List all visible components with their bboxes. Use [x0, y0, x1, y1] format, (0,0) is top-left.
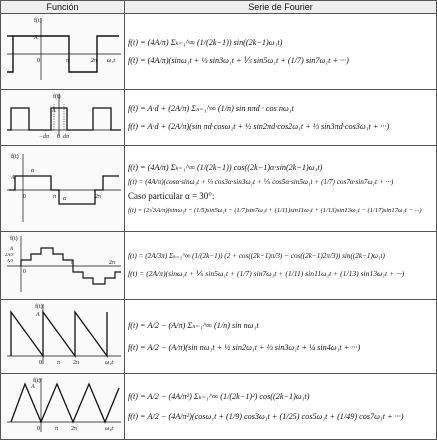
- equation: f(t) = A/2 − (A/π)(sin nω₁t + ½ sin2ω₁t …: [128, 342, 361, 352]
- fourier-series-2: f(t) = A·d + (2A/π) Σₙ₌₁^∞ (1/n) sin nπd…: [124, 89, 437, 146]
- triangle-wave-figure: f(t) A 0 π 2π ω₁t: [0, 373, 125, 440]
- twopi-label: 2π: [95, 194, 101, 200]
- pi-label: π: [57, 360, 60, 366]
- square-wave-figure: f(t) A 0 π 2π ω₁t: [0, 13, 125, 90]
- alpha-label: α: [63, 196, 67, 202]
- axis-f-label: f(t): [34, 17, 42, 24]
- header-function: Función: [0, 0, 125, 14]
- origin-label: 0: [23, 269, 26, 275]
- pi-label: π: [71, 260, 74, 266]
- equation: f(t) = (4A/π)(sinω₁t + ⅓ sin3ω₁t + ⅕ sin…: [128, 56, 349, 65]
- amp-label: A: [35, 312, 40, 318]
- twopi-label: 2π: [91, 58, 97, 64]
- axis-f-label: f(t): [11, 153, 19, 160]
- amp-label: A: [9, 247, 14, 252]
- axis-f-label: f(t): [53, 93, 61, 100]
- amp-label: A: [10, 175, 15, 181]
- header-series: Serie de Fourier: [124, 0, 437, 14]
- equation: f(t) = (2A/π)(sinω₁t + ⅕ sin5ω₁t + (1/7)…: [128, 270, 405, 279]
- notched-square-figure: f(t) A α α 0 π 2π: [0, 145, 125, 232]
- pulse-train-figure: f(t) A −dπ dπ 0: [0, 89, 125, 146]
- header-row: Función Serie de Fourier: [0, 0, 437, 14]
- twopi-label: 2π: [73, 360, 79, 366]
- pi-label: π: [55, 426, 58, 432]
- equation: f(t) = (2A/3π) Σₖ₌₁^∞ (1/(2k−1)) (2 + co…: [128, 252, 385, 260]
- table-row: f(t) A 0 π 2π ω₁t f(t) = A/2 − (4A/π²) Σ…: [0, 373, 437, 440]
- equation: f(t) = A/2 − (A/π) Σₙ₌₁^∞ (1/n) sin nω₁t: [128, 321, 259, 331]
- equation: f(t) = A·d + (2A/π)(sin πd·cosω₁t + ½ si…: [128, 121, 390, 131]
- fourier-series-6: f(t) = A/2 − (4A/π²) Σₖ₌₁^∞ (1/(2k−1)²) …: [124, 373, 437, 440]
- two-thirds-label: 2A/3: [5, 252, 14, 257]
- fourier-series-1: f(t) = (4A/π) Σₖ₌₁^∞ (1/(2k−1)) sin((2k−…: [124, 13, 437, 90]
- pi-label: π: [53, 194, 56, 200]
- pi-label: π: [66, 58, 69, 64]
- origin-label: 0: [39, 360, 42, 366]
- equation: f(t) = (2√3A/π)(sinω₁t − (1/5)sin5ω₁t − …: [128, 206, 422, 214]
- table-row: f(t) A α α 0 π 2π f(t) = (4A/π) Σₖ₌₁^∞ (…: [0, 145, 437, 232]
- axis-f-label: f(t): [35, 303, 43, 310]
- equation: f(t) = (4A/π) Σₖ₌₁^∞ (1/(2k−1)) sin((2k−…: [128, 37, 283, 47]
- minus-dpi-label: −dπ: [39, 134, 50, 140]
- origin-label: 0: [37, 426, 40, 432]
- equation: f(t) = A/2 − (4A/π²) Σₖ₌₁^∞ (1/(2k−1)²) …: [128, 392, 310, 402]
- axis-f-label: f(t): [33, 377, 41, 384]
- equation: f(t) = (4A/π) Σₖ₌₁^∞ (1/(2k−1)) cos((2k−…: [128, 162, 323, 172]
- equation: f(t) = A/2 − (4A/π²)(cosω₁t + (1/9) cos3…: [128, 411, 404, 421]
- amp-label: A: [30, 384, 35, 390]
- dpi-label: dπ: [63, 134, 70, 140]
- twopi-label: 2π: [71, 426, 77, 432]
- axis-f-label: f(t): [10, 235, 18, 242]
- origin-label: 0: [57, 134, 60, 140]
- table-row: f(t) A 0 π 2π ω₁t f(t) = A/2 − (A/π) Σₙ₌…: [0, 299, 437, 374]
- wt-label: ω₁t: [107, 58, 115, 64]
- origin-label: 0: [37, 58, 40, 64]
- wt-label: ω₁t: [105, 426, 113, 432]
- fourier-series-3: f(t) = (4A/π) Σₖ₌₁^∞ (1/(2k−1)) cos((2k−…: [124, 145, 437, 232]
- wt-label: ω₁t: [105, 360, 113, 366]
- third-label: A/3: [6, 258, 14, 263]
- equation: f(t) = A·d + (2A/π) Σₙ₌₁^∞ (1/n) sin nπd…: [128, 104, 294, 114]
- table-row: f(t) A 0 π 2π ω₁t f(t) = (4A/π) Σₖ₌₁^∞ (…: [0, 13, 437, 90]
- stepped-wave-figure: f(t) A 2A/3 A/3 0 π 2π: [0, 231, 125, 300]
- fourier-series-5: f(t) = A/2 − (A/π) Σₙ₌₁^∞ (1/n) sin nω₁t…: [124, 299, 437, 374]
- amp-label: A: [33, 35, 38, 41]
- alpha-label: α: [31, 168, 35, 174]
- table-row: f(t) A 2A/3 A/3 0 π 2π f(t) = (2A/3π) Σₖ…: [0, 231, 437, 300]
- table-row: f(t) A −dπ dπ 0 f(t) = A·d + (2A/π) Σₙ₌₁…: [0, 89, 437, 146]
- special-case-label: Caso particular α = 30°:: [128, 191, 215, 202]
- fourier-series-4: f(t) = (2A/3π) Σₖ₌₁^∞ (1/(2k−1)) (2 + co…: [124, 231, 437, 300]
- sawtooth-figure: f(t) A 0 π 2π ω₁t: [0, 299, 125, 374]
- equation: f(t) = (4A/π)(cosα·sinω₁t + ⅓ cos3α·sin3…: [128, 178, 394, 187]
- origin-label: 0: [23, 194, 26, 200]
- amp-label: A: [51, 108, 56, 114]
- twopi-label: 2π: [109, 260, 115, 266]
